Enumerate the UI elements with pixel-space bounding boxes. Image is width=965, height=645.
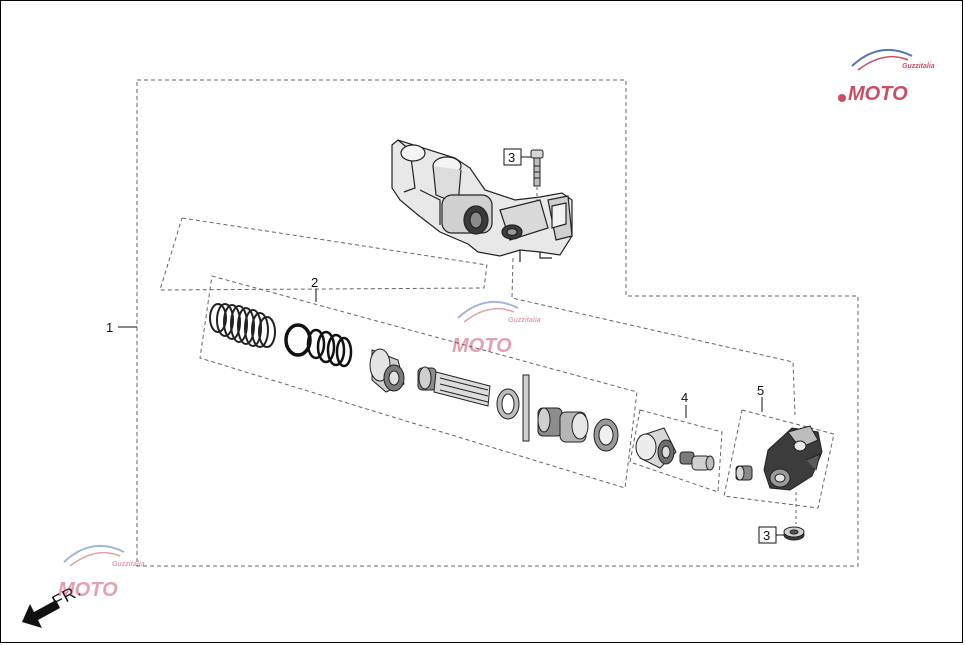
dust-boot bbox=[635, 427, 677, 469]
watermark-logo-top-right: MOTO Guzzitalia bbox=[838, 49, 935, 105]
callout-3b-box bbox=[758, 526, 777, 544]
cup-seal bbox=[369, 348, 405, 393]
plug bbox=[735, 465, 753, 481]
callout-1: 1 bbox=[106, 320, 113, 335]
watermark-text: MOTO bbox=[58, 579, 118, 601]
connector-plane-left bbox=[159, 217, 488, 291]
watermark-text: MOTO bbox=[848, 83, 908, 105]
watermark-logo-center: MOTO Guzzitalia bbox=[452, 301, 541, 357]
washer-nut bbox=[783, 526, 805, 541]
watermark-text: MOTO bbox=[452, 335, 512, 357]
callout-5: 5 bbox=[757, 383, 764, 398]
piston bbox=[537, 407, 589, 443]
callout-2: 2 bbox=[311, 275, 318, 290]
connector-plane-right bbox=[511, 257, 796, 416]
front-direction-arrow bbox=[22, 600, 60, 628]
watermark-sub: Guzzitalia bbox=[508, 317, 541, 324]
group-5-outline bbox=[723, 409, 835, 509]
large-spring bbox=[209, 303, 276, 348]
bolt-top bbox=[530, 149, 544, 187]
callout-3a-box bbox=[503, 148, 522, 166]
o-ring bbox=[284, 323, 312, 357]
pin bbox=[522, 374, 530, 442]
watermark-sub: Guzzitalia bbox=[112, 561, 145, 568]
assembly-1-outline bbox=[136, 79, 859, 567]
watermark-logo-bottom-left: MOTO Guzzitalia bbox=[58, 545, 145, 601]
watermark-sub: Guzzitalia bbox=[902, 63, 935, 70]
ring-washer bbox=[496, 388, 520, 420]
small-spring bbox=[306, 328, 353, 368]
callout-3a: 3 bbox=[508, 150, 515, 165]
group-4-outline bbox=[629, 409, 723, 493]
group-2-outline bbox=[199, 275, 638, 489]
switch-housing bbox=[391, 139, 573, 262]
lever-pivot-block bbox=[763, 425, 823, 491]
plunger-shaft bbox=[417, 366, 491, 407]
end-seal-ring bbox=[593, 418, 619, 452]
push-rod bbox=[679, 451, 715, 471]
callout-3b: 3 bbox=[763, 528, 770, 543]
callout-4: 4 bbox=[681, 390, 688, 405]
